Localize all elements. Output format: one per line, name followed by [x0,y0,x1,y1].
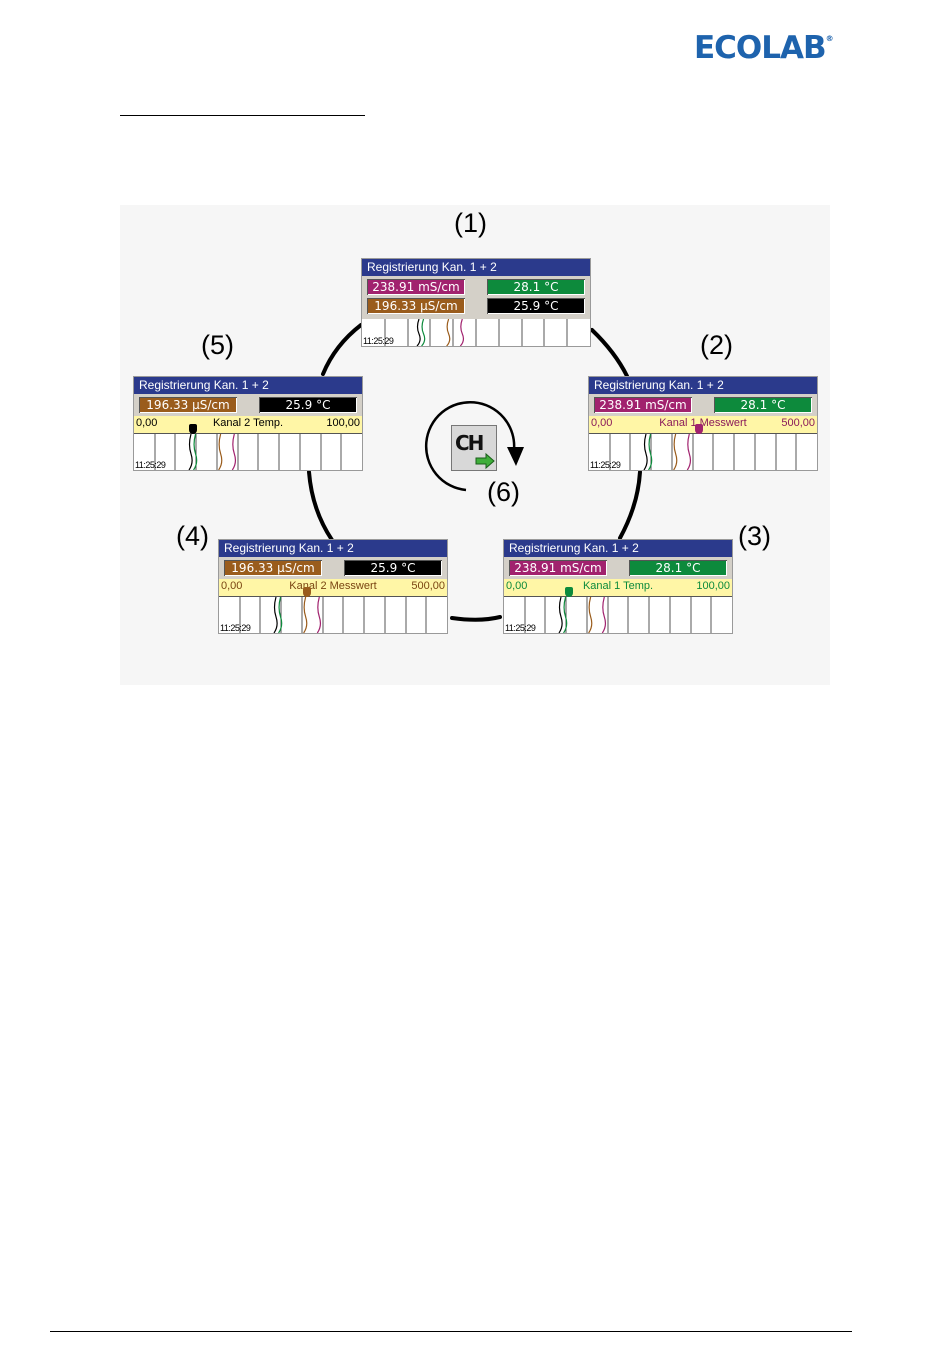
trend-trace [673,434,678,470]
trend-trace [303,597,308,633]
scale-min: 0,00 [136,417,158,429]
scale-marker[interactable] [695,424,703,434]
trend-area: 11:25:29 [134,434,362,470]
scale-marker[interactable] [565,587,573,597]
scale-bar: 0,00 Kanal 1 Temp. 100,00 [504,579,732,597]
panel-5[interactable]: Registrierung Kan. 1 + 2 196.33 µS/cm 25… [134,377,362,470]
scale-bar: 0,00 Kanal 2 Temp. 100,00 [134,416,362,434]
scale-max: 500,00 [411,580,445,592]
trend-time: 11:25:29 [220,623,251,633]
panel-3[interactable]: Registrierung Kan. 1 + 2 238.91 mS/cm 28… [504,540,732,633]
conductivity-value-ch2: 196.33 µS/cm [139,397,237,413]
scale-min: 0,00 [221,580,243,592]
temperature-value-ch1: 28.1 °C [487,279,585,295]
label-2: (2) [700,330,733,360]
scale-min: 0,00 [506,580,528,592]
conductivity-value-ch2: 196.33 µS/cm [367,298,465,314]
trend-trace [563,597,568,633]
label-1: (1) [454,208,487,238]
trend-trace [648,434,653,470]
scale-label: Kanal 2 Messwert [289,580,377,592]
scale-label: Kanal 2 Temp. [212,417,284,429]
scale-bar: 0,00 Kanal 1 Messwert 500,00 [589,416,817,434]
trend-trace [601,597,607,633]
panel-title: Registrierung Kan. 1 + 2 [589,377,817,394]
panel-1[interactable]: Registrierung Kan. 1 + 2 238.91 mS/cm 28… [362,259,590,346]
label-3: (3) [738,521,771,551]
trend-trace [188,434,193,470]
trend-trace [643,434,648,470]
panel-2[interactable]: Registrierung Kan. 1 + 2 238.91 mS/cm 28… [589,377,817,470]
scale-min: 0,00 [591,417,613,429]
temperature-value-ch2: 25.9 °C [487,298,585,314]
label-6: (6) [487,477,520,507]
conductivity-value-ch1: 238.91 mS/cm [594,397,692,413]
ecolab-logo: ECOLAB® [694,30,834,66]
scale-label: Kanal 1 Temp. [582,580,654,592]
trend-area: 11:25:29 [589,434,817,470]
temperature-value-ch1: 28.1 °C [714,397,812,413]
channel-switch-icon[interactable]: CH [451,425,497,471]
trend-time: 11:25:29 [505,623,536,633]
footer-rule [50,1331,852,1332]
trend-trace [193,434,198,470]
trend-trace [588,597,593,633]
label-4: (4) [176,521,209,551]
scale-label: Kanal 1 Messwert [659,417,747,429]
panel-title: Registrierung Kan. 1 + 2 [504,540,732,557]
trend-trace [231,434,237,470]
trend-area: 11:25:29 [362,319,590,346]
temperature-value-ch2: 25.9 °C [259,397,357,413]
trend-trace [278,597,283,633]
temperature-value-ch2: 25.9 °C [344,560,442,576]
trend-area: 11:25:29 [219,597,447,633]
conductivity-value-ch2: 196.33 µS/cm [224,560,322,576]
scale-marker[interactable] [189,424,197,434]
trend-time: 11:25:29 [363,336,394,346]
conductivity-value-ch1: 238.91 mS/cm [367,279,465,295]
trend-area: 11:25:29 [504,597,732,633]
trend-trace [558,597,563,633]
header-rule [120,115,365,116]
panel-title: Registrierung Kan. 1 + 2 [362,259,590,276]
conductivity-value-ch1: 238.91 mS/cm [509,560,607,576]
trend-trace [273,597,278,633]
trend-trace [316,597,322,633]
trend-time: 11:25:29 [590,460,621,470]
scale-max: 100,00 [696,580,730,592]
scale-bar: 0,00 Kanal 2 Messwert 500,00 [219,579,447,597]
trend-trace [218,434,223,470]
temperature-value-ch1: 28.1 °C [629,560,727,576]
trend-time: 11:25:29 [135,460,166,470]
trend-trace [446,319,451,346]
scale-max: 500,00 [781,417,815,429]
trend-trace [421,319,426,346]
scale-max: 100,00 [326,417,360,429]
trend-trace [459,319,465,346]
panel-title: Registrierung Kan. 1 + 2 [134,377,362,394]
trend-trace [416,319,421,346]
panel-4[interactable]: Registrierung Kan. 1 + 2 196.33 µS/cm 25… [219,540,447,633]
trend-trace [686,434,692,470]
panel-title: Registrierung Kan. 1 + 2 [219,540,447,557]
scale-marker[interactable] [303,587,311,597]
label-5: (5) [201,330,234,360]
